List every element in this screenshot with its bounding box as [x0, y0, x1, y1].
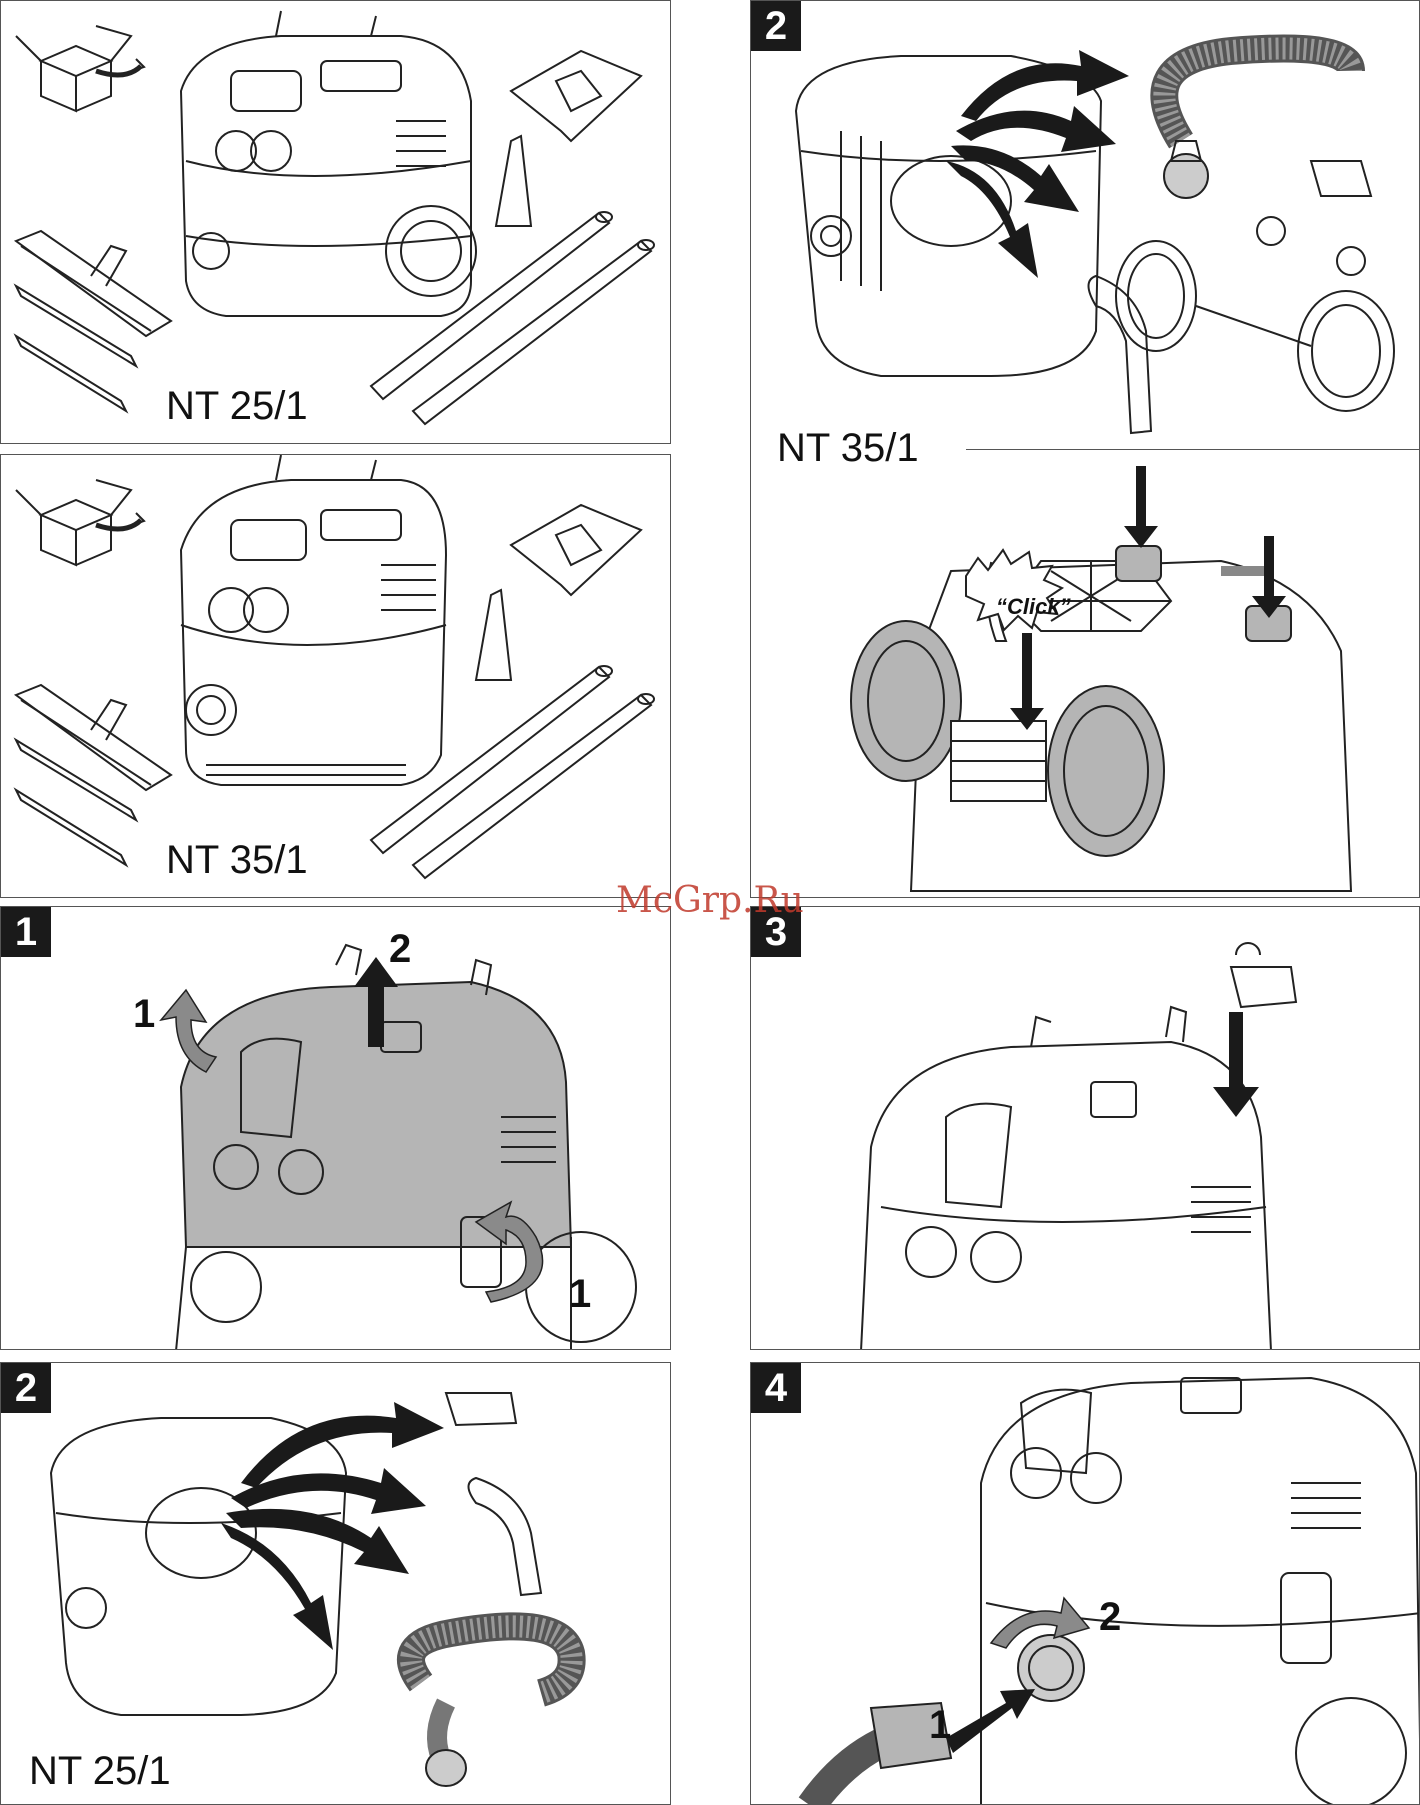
- watermark-text: McGrp.Ru: [616, 880, 804, 921]
- unbox-icon: [16, 480, 144, 565]
- model-label-nt35: NT 35/1: [166, 838, 308, 883]
- wheel-axle-illustration: [1116, 241, 1394, 411]
- unpack-arrows: [221, 1402, 444, 1650]
- vacuum-nt25-illustration: [181, 11, 476, 316]
- elbow-tube-illustration: [469, 1478, 542, 1595]
- contents-illustration-nt25: [1, 1, 671, 444]
- model-label-nt25: NT 25/1: [166, 384, 308, 429]
- suction-tubes-illustration: [371, 666, 654, 878]
- panel-step4: 4 1 2: [750, 1362, 1420, 1805]
- panel-step2-nt35: 2 NT 35/1 “Click”: [750, 0, 1420, 898]
- panel-step1: 1 1 2 1: [0, 906, 671, 1350]
- callout-1: 1: [929, 1703, 951, 1748]
- step-badge-1: 1: [1, 907, 51, 957]
- step-badge-4: 4: [751, 1363, 801, 1413]
- callout-2: 2: [1099, 1595, 1121, 1640]
- vacuum-nt35-illustration: [181, 455, 446, 785]
- accessory-clips-illustration: [1257, 161, 1371, 275]
- container-illustration: [796, 56, 1101, 376]
- callout-2: 2: [389, 927, 411, 972]
- panel-contents-nt25: NT 25/1: [0, 0, 671, 444]
- insert-arrow: [946, 1689, 1035, 1753]
- filter-bag-illustration: [511, 505, 641, 595]
- step-badge-2: 2: [1, 1363, 51, 1413]
- panel-contents-nt35: NT 35/1: [0, 454, 671, 898]
- step3-illustration: [751, 907, 1420, 1350]
- click-label: “Click”: [996, 594, 1071, 620]
- suction-tubes-illustration: [371, 212, 654, 424]
- contents-illustration-nt35: [1, 455, 671, 898]
- step2-nt25-illustration: [1, 1363, 671, 1805]
- crevice-nozzle-illustration: [476, 590, 511, 680]
- model-label-nt25: NT 25/1: [29, 1749, 171, 1794]
- callout-1: 1: [133, 992, 155, 1037]
- elbow-tube-illustration: [1089, 276, 1152, 433]
- callout-1: 1: [569, 1272, 591, 1317]
- clip-part-illustration: [1231, 943, 1296, 1007]
- suction-hose-illustration: [411, 1626, 572, 1786]
- container-illustration: [51, 1418, 346, 1715]
- floor-nozzle-illustration: [16, 685, 171, 865]
- step4-illustration: [751, 1363, 1420, 1805]
- suction-hose-illustration: [1164, 49, 1351, 199]
- section-divider: [966, 449, 1420, 450]
- clip-part-illustration: [446, 1393, 516, 1425]
- panel-step3: 3: [750, 906, 1420, 1350]
- filter-bag-illustration: [511, 51, 641, 141]
- crevice-nozzle-illustration: [496, 136, 531, 226]
- model-label-nt35: NT 35/1: [777, 426, 919, 471]
- unbox-icon: [16, 26, 144, 111]
- floor-nozzle-illustration: [16, 231, 171, 411]
- step-badge-2: 2: [751, 1, 801, 51]
- panel-step2-nt25: 2 NT 25/1: [0, 1362, 671, 1805]
